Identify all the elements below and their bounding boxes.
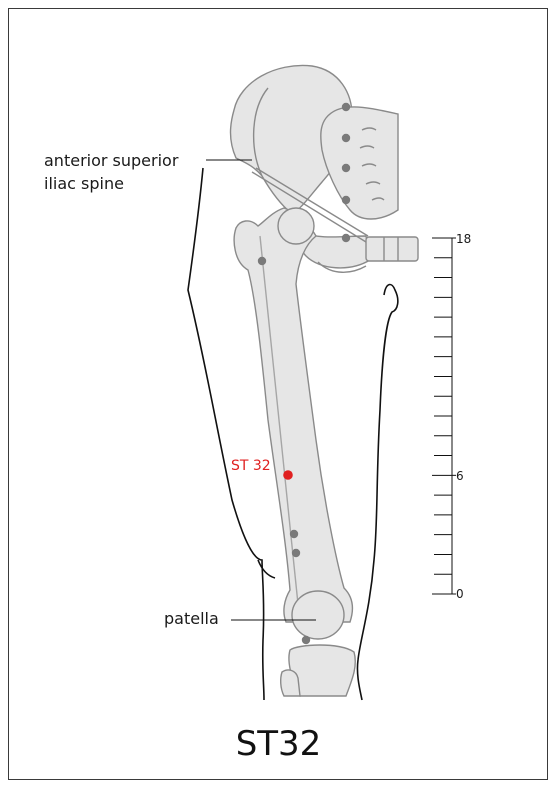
st32-point-label: ST 32	[231, 458, 271, 474]
point-caption: ST32	[0, 724, 557, 764]
dot-pelvis-4	[342, 196, 350, 204]
femoral-head	[278, 208, 314, 244]
leg-outline-knee-crease	[258, 560, 275, 578]
patella-bone	[292, 591, 344, 639]
dot-pelvis-2	[342, 134, 350, 142]
patella-label: patella	[164, 609, 219, 628]
scale-label-bottom: 0	[456, 587, 464, 601]
dot-thigh-2	[290, 530, 298, 538]
scale-label-top: 18	[456, 232, 471, 246]
asis-label-line1: anterior superior	[44, 151, 179, 170]
sacrum	[321, 107, 398, 219]
asis-label-line2: iliac spine	[44, 174, 124, 193]
pubic-symphysis	[366, 237, 418, 261]
dot-pelvis-5	[342, 234, 350, 242]
leg-outline-medial	[357, 285, 397, 700]
dot-pelvis-3	[342, 164, 350, 172]
femur	[234, 208, 352, 622]
dot-thigh-1	[258, 257, 266, 265]
scale-ruler	[432, 238, 456, 594]
dot-knee	[302, 636, 310, 644]
dot-thigh-3	[292, 549, 300, 557]
st32-point	[283, 470, 293, 480]
dot-pelvis-1	[342, 103, 350, 111]
scale-label-mid: 6	[456, 469, 464, 483]
